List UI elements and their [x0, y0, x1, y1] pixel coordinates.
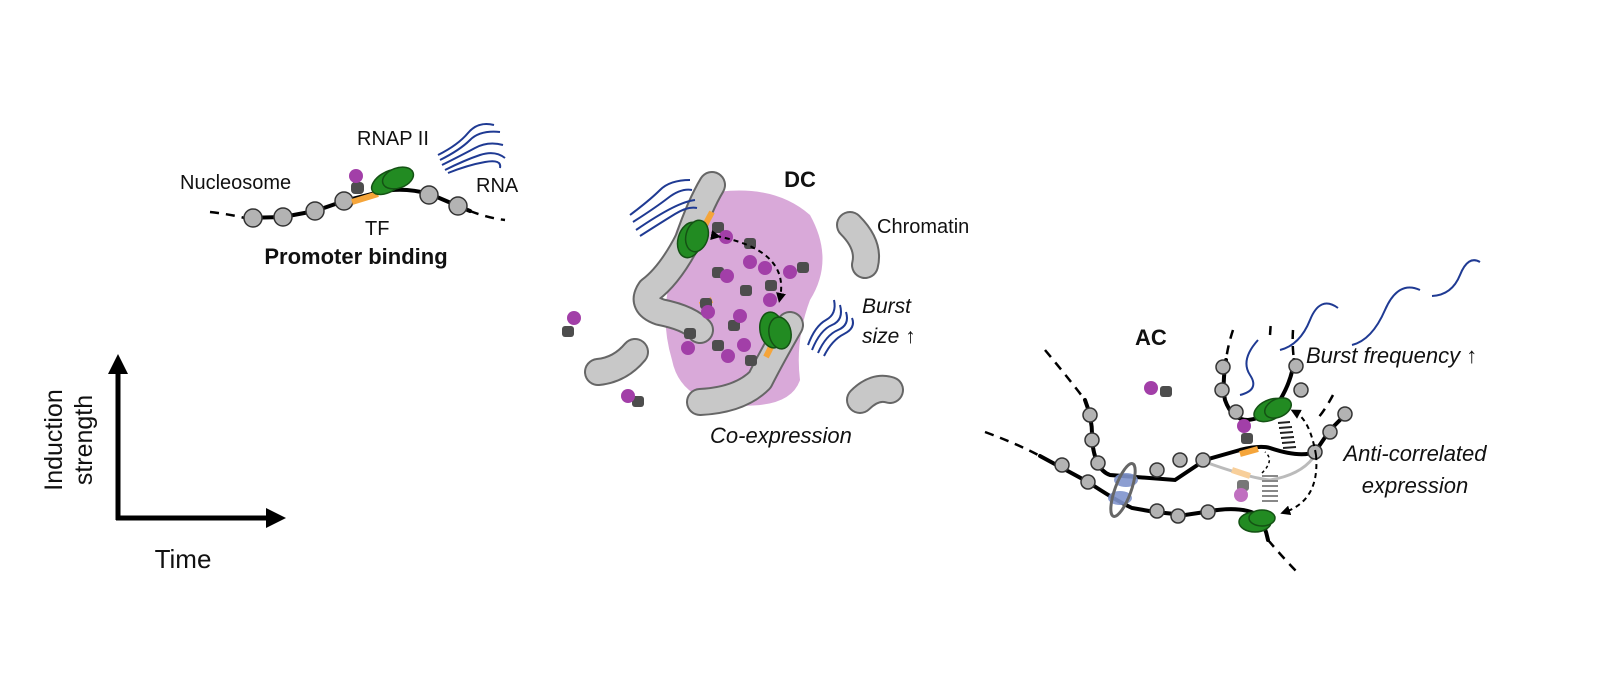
nucleosome-icon: [243, 185, 468, 228]
tf-dbd-icon: [351, 182, 364, 194]
ac-panel: AC Burst frequency ↑ Anti-correlated exp…: [984, 259, 1487, 576]
burst-size-line1: Burst: [862, 295, 912, 318]
anti-correlated-caption-line1: Anti-correlated: [1341, 441, 1487, 466]
x-axis-label: Time: [155, 544, 212, 574]
nucleosome-icon: [1054, 358, 1353, 524]
rnap-icon: [1238, 397, 1292, 533]
burst-frequency-label: Burst frequency ↑: [1306, 343, 1477, 368]
rnap-icon: [676, 219, 792, 350]
co-expression-caption: Co-expression: [710, 423, 852, 448]
nucleosome-label: Nucleosome: [180, 172, 291, 194]
rna-label: RNA: [476, 175, 519, 197]
dna-dashed-left: [209, 210, 246, 220]
dna-dashed-right: [469, 209, 506, 222]
rnap-icon: [370, 166, 415, 196]
enhancer-contact-icon: [1277, 421, 1297, 449]
switch-arrow-down: [1280, 454, 1318, 516]
chromatin-label: Chromatin: [877, 216, 969, 238]
switch-arrow-up: [1290, 409, 1317, 456]
tf-activator-icon: [349, 169, 363, 183]
promoter-binding-panel: RNAP II Nucleosome RNA TF Promoter bindi…: [180, 123, 519, 269]
y-axis-label-line2: strength: [70, 395, 98, 485]
promoter-binding-title: Promoter binding: [264, 244, 447, 269]
dc-title: DC: [784, 167, 816, 192]
axes: Induction strength Time: [40, 354, 286, 574]
rnap-label: RNAP II: [357, 128, 429, 150]
burst-size-line2: size ↑: [862, 325, 916, 348]
rna-icon: [1239, 259, 1481, 396]
dc-panel: DC Chromatin Burst size ↑ Co-expression: [562, 167, 969, 448]
tf-label: TF: [365, 218, 389, 240]
rna-icon: [437, 123, 506, 174]
rna-icon: [629, 179, 854, 357]
tf-binding-site-icon: [351, 191, 379, 205]
ac-title: AC: [1135, 325, 1167, 350]
anti-correlated-caption-line2: expression: [1362, 473, 1468, 498]
y-axis-label-line1: Induction: [40, 389, 68, 490]
interaction-arrow: [710, 230, 786, 303]
cohesin-icon: [1108, 462, 1138, 518]
